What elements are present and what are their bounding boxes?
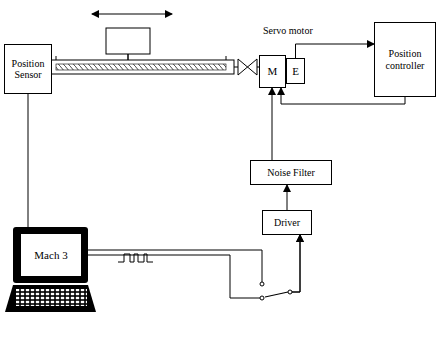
stage-end bbox=[226, 56, 227, 60]
screen-box: Mach 3 bbox=[20, 233, 82, 277]
part-label: Servo motor bbox=[262, 25, 314, 37]
signal-connector bbox=[287, 185, 288, 210]
motion-arrow bbox=[92, 13, 172, 14]
switch-lever bbox=[265, 292, 288, 297]
node-text: Mach 3 bbox=[34, 249, 67, 262]
node-text: M bbox=[268, 65, 278, 78]
controller-box: Position controller bbox=[374, 22, 436, 97]
switch-contact bbox=[260, 296, 264, 300]
switch-pivot bbox=[288, 290, 292, 294]
coupling bbox=[238, 59, 257, 75]
stage-base bbox=[48, 60, 234, 74]
encoder-box: E bbox=[286, 58, 305, 84]
filter-box: Noise Filter bbox=[250, 160, 332, 185]
signal-connector bbox=[272, 88, 273, 160]
laptop-lid bbox=[13, 227, 88, 283]
driver-box: Driver bbox=[262, 210, 312, 235]
motor-box: M bbox=[259, 55, 286, 88]
stage-end bbox=[56, 56, 57, 60]
node-text: Noise Filter bbox=[267, 167, 315, 179]
node-text: Position Sensor bbox=[5, 58, 51, 81]
node-text: Position controller bbox=[375, 48, 435, 71]
signal-connector bbox=[82, 235, 300, 298]
signal-connector bbox=[296, 44, 375, 58]
laptop-base bbox=[5, 285, 96, 312]
sensor-box: Position Sensor bbox=[4, 44, 52, 94]
carriage bbox=[106, 28, 150, 54]
keyboard bbox=[16, 289, 87, 306]
node-text: E bbox=[292, 65, 299, 78]
lead-screw bbox=[56, 64, 226, 70]
node-text: Driver bbox=[274, 217, 300, 229]
shaft bbox=[234, 67, 238, 68]
switch-contact bbox=[260, 282, 264, 286]
